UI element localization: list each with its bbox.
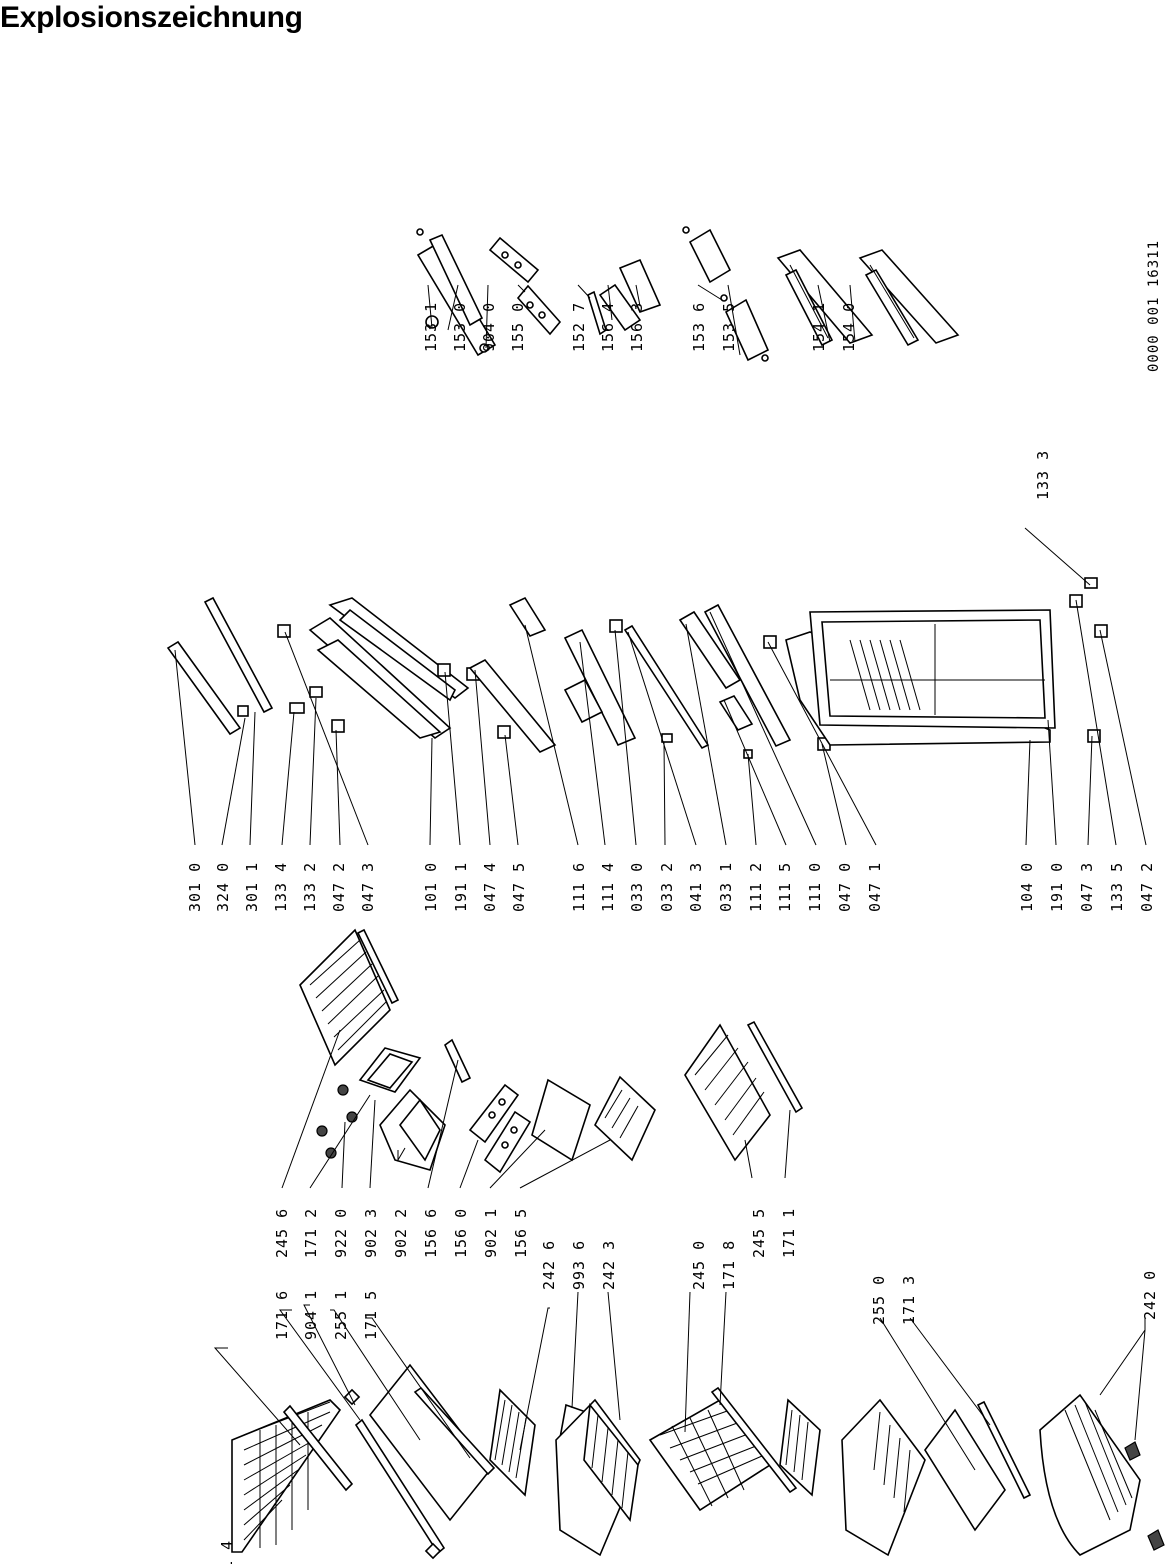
part-label: 156 4 (599, 302, 617, 352)
part-door-rail (468, 658, 557, 753)
part-freezer-grid-bottom (684, 1020, 804, 1162)
part-label: 904 1 (302, 1290, 320, 1340)
part-crisper-box (1039, 1393, 1165, 1556)
part-label: 245 5 (750, 1208, 768, 1258)
part-label: 133 4 (272, 862, 290, 912)
part-label: 033 0 (628, 862, 646, 912)
part-small-balls (316, 1084, 358, 1159)
part-label: 904 0 (480, 302, 498, 352)
part-door-shelf-racks (776, 249, 960, 347)
part-label: 101 0 (422, 862, 440, 912)
part-label: 902 3 (362, 1208, 380, 1258)
part-drawer-lower (841, 1398, 926, 1557)
part-door-bin-upper (416, 228, 497, 357)
part-wire-shelf-top (231, 1399, 354, 1553)
part-freezer-tray-inner (531, 1078, 591, 1162)
part-egg-holders (488, 236, 562, 336)
part-lower-hinges (1069, 577, 1108, 743)
part-label: 153 6 (690, 302, 708, 352)
parts-drawing (166, 226, 1165, 1560)
part-bottle-bin (587, 258, 662, 336)
part-label: 245 6 (273, 1208, 291, 1258)
part-label: 033 2 (658, 862, 676, 912)
labels-column-a: 171 4 171 6 904 1 255 1 171 5 242 6 993 … (218, 1240, 1159, 1564)
part-label: 133 3 (1034, 450, 1052, 500)
drawing-number: 0000 001 16311 (1146, 240, 1162, 372)
part-label: 153 5 (720, 302, 738, 352)
part-label: 047 0 (836, 862, 854, 912)
part-ice-tray-holder (358, 1047, 422, 1093)
part-freezer-door (308, 597, 470, 740)
part-small-bins (682, 226, 770, 362)
part-label: 191 1 (452, 862, 470, 912)
part-label: 104 0 (1018, 862, 1036, 912)
part-label: 111 5 (776, 862, 794, 912)
part-label: 171 1 (780, 1208, 798, 1258)
part-glass-shelf (343, 1363, 496, 1560)
part-label: 191 0 (1048, 862, 1066, 912)
part-label: 111 4 (599, 862, 617, 912)
part-freezer-drawer (594, 1075, 656, 1162)
part-glass-plate-lower (924, 1400, 1032, 1532)
part-label: 154 0 (840, 302, 858, 352)
part-label: 155 0 (509, 302, 527, 352)
part-label: 111 6 (570, 862, 588, 912)
part-label: 171 4 (218, 1540, 236, 1564)
part-egg-tray (468, 1083, 532, 1174)
part-label: 301 1 (243, 862, 261, 912)
part-label: 111 2 (747, 862, 765, 912)
part-label: 301 0 (186, 862, 204, 912)
part-label: 156 3 (628, 302, 646, 352)
part-label: 111 0 (806, 862, 824, 912)
labels-column-b: 245 6 171 2 922 0 902 3 902 2 156 6 156 … (273, 1208, 798, 1258)
part-label: 171 5 (362, 1290, 380, 1340)
part-small-rack-lower (779, 1398, 821, 1497)
part-label: 152 7 (570, 302, 588, 352)
part-label: 153 0 (451, 302, 469, 352)
leader-lines (174, 284, 1147, 1471)
part-label: 047 2 (330, 862, 348, 912)
part-label: 047 1 (866, 862, 884, 912)
part-label: 245 0 (690, 1240, 708, 1290)
part-label: 047 4 (481, 862, 499, 912)
part-door-trim-top (166, 596, 274, 736)
part-label: 133 5 (1108, 862, 1126, 912)
part-drawer-left (555, 1398, 641, 1557)
page-title: Explosionszeichnung (0, 1, 303, 34)
part-label: 324 0 (214, 862, 232, 912)
part-label: 033 1 (717, 862, 735, 912)
part-label: 156 5 (512, 1208, 530, 1258)
labels-column-c: 301 0 324 0 301 1 133 4 133 2 047 2 047 … (186, 450, 1156, 912)
part-label: 041 3 (687, 862, 705, 912)
part-label: 047 3 (1078, 862, 1096, 912)
part-label: 171 2 (302, 1208, 320, 1258)
part-label: 255 0 (870, 1275, 888, 1325)
part-label: 902 1 (482, 1208, 500, 1258)
part-refrigerator-cabinet (785, 609, 1056, 746)
part-label: 156 0 (452, 1208, 470, 1258)
part-label: 047 2 (1138, 862, 1156, 912)
part-ice-tray (379, 1088, 446, 1171)
part-label: 171 8 (720, 1240, 738, 1290)
part-label: 153 1 (422, 302, 440, 352)
part-label: 242 6 (540, 1240, 558, 1290)
labels-column-d: 153 1 153 0 904 0 155 0 152 7 156 4 156 … (422, 302, 858, 352)
part-wire-shelf-middle (648, 1386, 798, 1512)
part-label: 242 0 (1141, 1270, 1159, 1320)
part-label: 156 6 (422, 1208, 440, 1258)
part-label: 922 0 (332, 1208, 350, 1258)
part-door-hinges-top (277, 624, 345, 733)
part-label: 242 3 (600, 1240, 618, 1290)
part-label: 047 5 (510, 862, 528, 912)
part-label: 047 3 (359, 862, 377, 912)
part-label: 993 6 (570, 1240, 588, 1290)
part-freezer-grid-top (299, 928, 400, 1067)
part-label: 255 1 (332, 1290, 350, 1340)
part-label: 154 1 (810, 302, 828, 352)
part-label: 171 3 (900, 1275, 918, 1325)
part-label: 133 2 (301, 862, 319, 912)
part-label: 171 6 (273, 1290, 291, 1340)
part-label: 902 2 (392, 1208, 410, 1258)
